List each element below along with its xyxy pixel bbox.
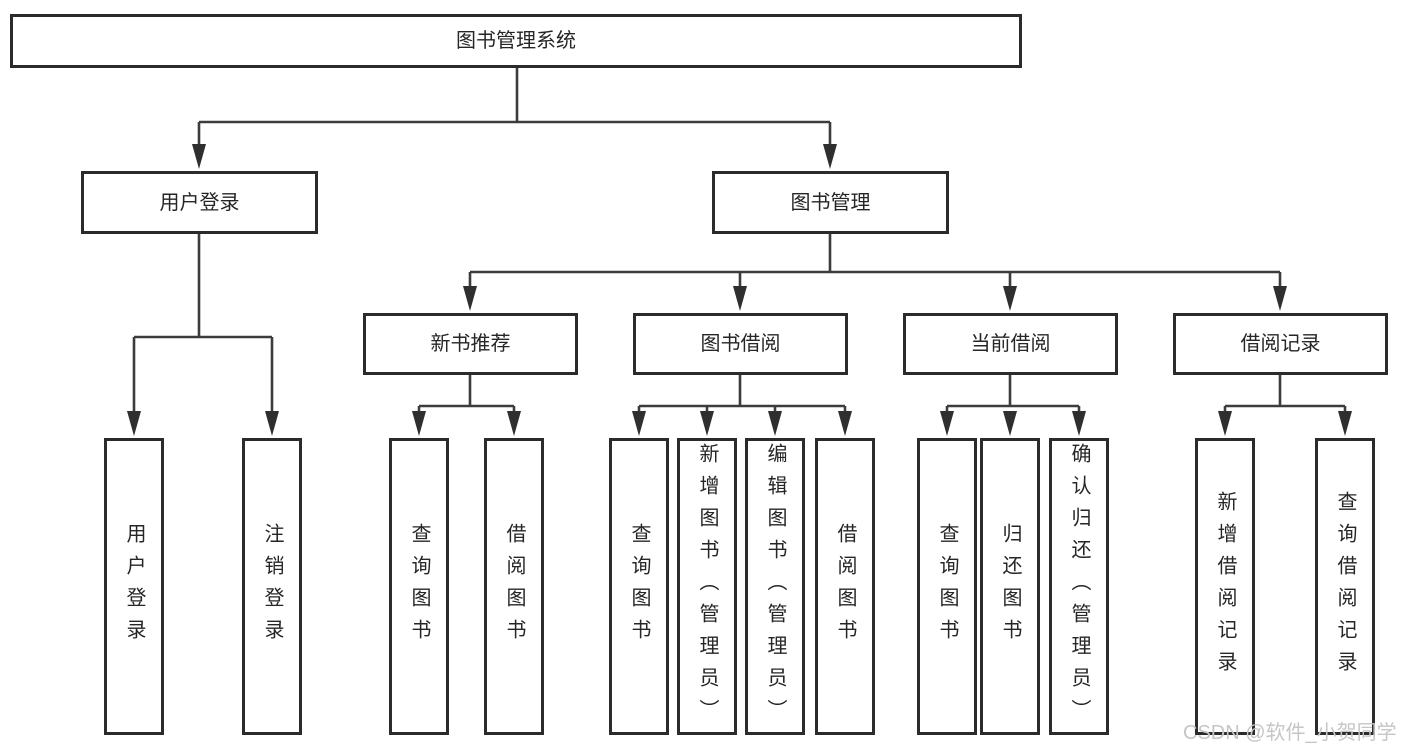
leaf-label: 查询借阅记录 (1334, 490, 1356, 683)
leaf-return-books: 归还图书 (980, 438, 1040, 735)
leaf-logout: 注销登录 (242, 438, 302, 735)
node-label: 图书管理 (790, 191, 871, 214)
node-book-management: 图书管理 (712, 171, 949, 234)
node-borrow-records: 借阅记录 (1173, 313, 1388, 375)
leaf-label: 确认归还（管理员） (1068, 442, 1090, 731)
connector-edges (132, 68, 1347, 415)
node-label: 新书推荐 (430, 333, 511, 355)
leaf-label: 归还图书 (999, 522, 1021, 651)
leaf-add-borrow-record: 新增借阅记录 (1195, 438, 1255, 735)
leaf-label: 查询图书 (936, 522, 958, 651)
node-new-book-recommend: 新书推荐 (363, 313, 578, 375)
leaf-label: 用户登录 (123, 522, 145, 651)
leaf-confirm-return-admin: 确认归还（管理员） (1049, 438, 1109, 735)
leaf-query-borrow-record: 查询借阅记录 (1315, 438, 1375, 735)
leaf-query-books-borrowing: 查询图书 (609, 438, 669, 735)
leaf-label: 查询图书 (408, 522, 430, 651)
leaf-label: 编辑图书（管理员） (764, 442, 786, 731)
node-label: 当前借阅 (970, 333, 1051, 355)
csdn-watermark: CSDN @软件_小贺同学 (1183, 722, 1397, 744)
node-label: 用户登录 (159, 191, 240, 214)
leaf-query-books-recommend: 查询图书 (389, 438, 449, 735)
leaf-label: 借阅图书 (503, 522, 525, 651)
node-book-borrowing: 图书借阅 (633, 313, 848, 375)
node-label: 图书管理系统 (456, 30, 576, 52)
leaf-label: 注销登录 (261, 522, 283, 651)
leaf-label: 借阅图书 (834, 522, 856, 651)
leaf-borrow-books-recommend: 借阅图书 (484, 438, 544, 735)
node-current-borrowing: 当前借阅 (903, 313, 1118, 375)
leaf-user-login: 用户登录 (104, 438, 164, 735)
arrowheads (127, 144, 1352, 436)
leaf-edit-book-admin: 编辑图书（管理员） (745, 438, 805, 735)
leaf-label: 查询图书 (628, 522, 650, 651)
leaf-borrow-books-borrowing: 借阅图书 (815, 438, 875, 735)
leaf-query-books-current: 查询图书 (917, 438, 977, 735)
node-label: 图书借阅 (700, 333, 781, 355)
node-label: 借阅记录 (1240, 333, 1321, 355)
leaf-add-book-admin: 新增图书（管理员） (677, 438, 737, 735)
node-user-login-branch: 用户登录 (81, 171, 318, 234)
node-library-system: 图书管理系统 (10, 14, 1022, 68)
leaf-label: 新增图书（管理员） (696, 442, 718, 731)
leaf-label: 新增借阅记录 (1214, 490, 1236, 683)
